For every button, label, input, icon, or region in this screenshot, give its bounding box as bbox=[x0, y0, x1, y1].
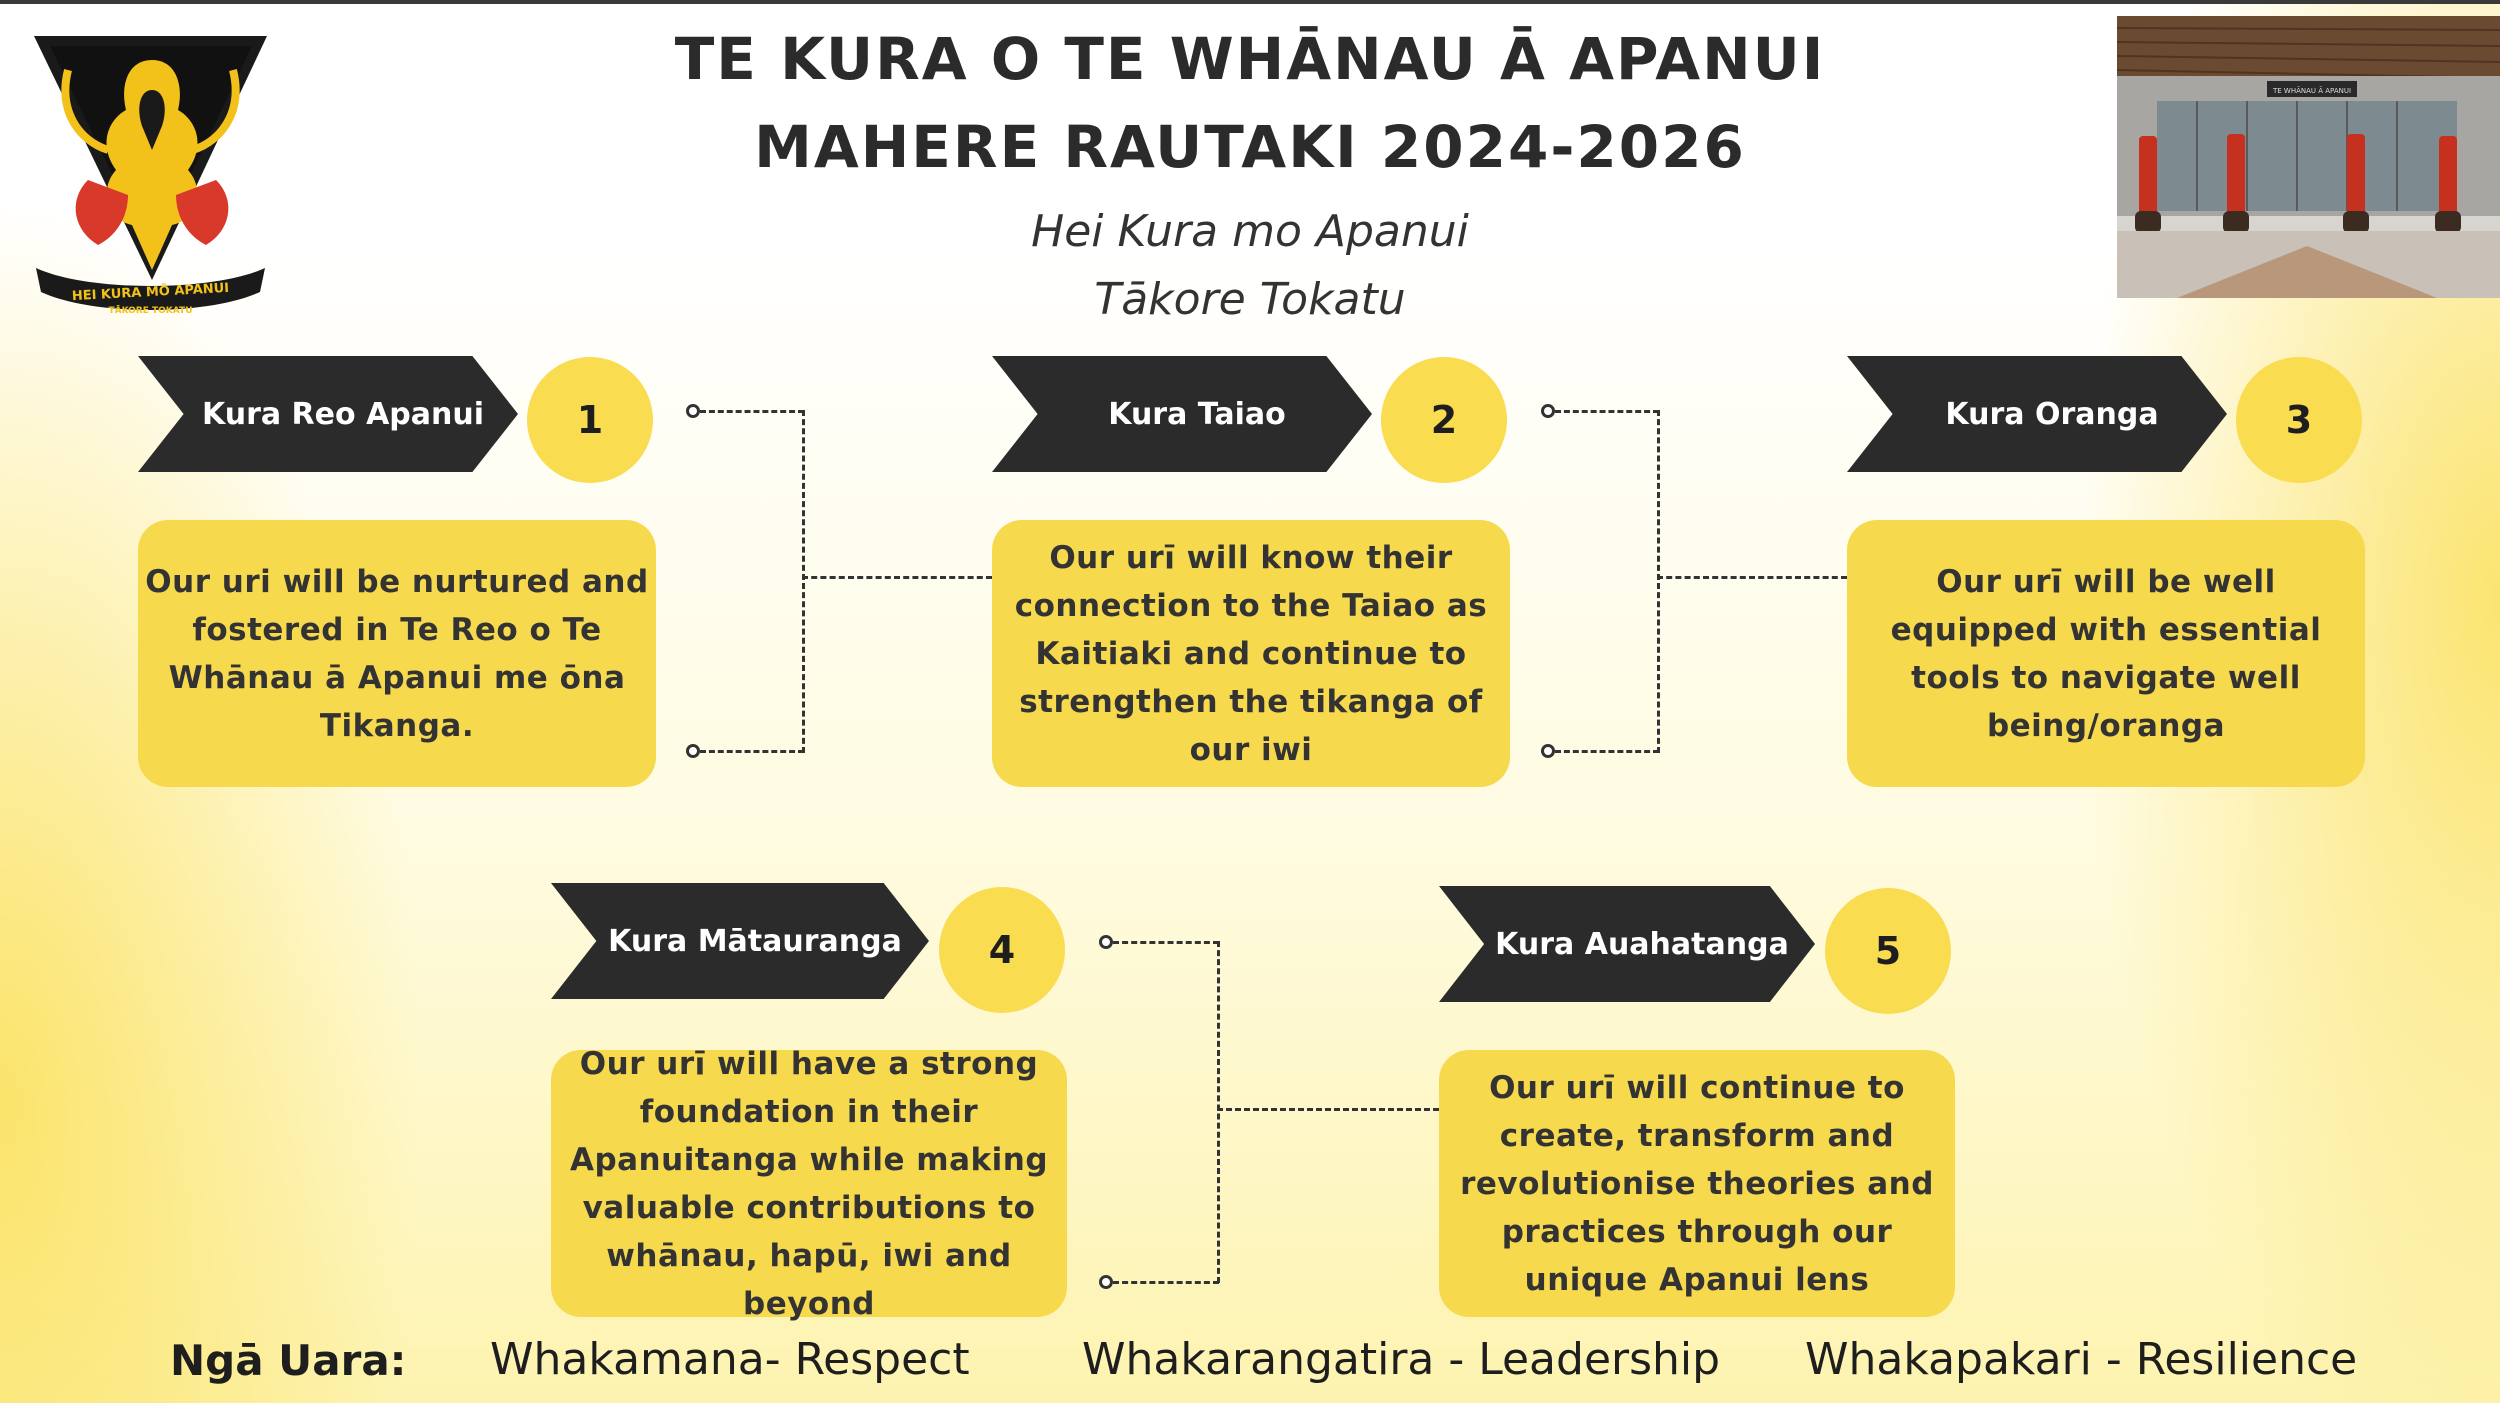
connector-line bbox=[1217, 1108, 1439, 1111]
goal-3-label: Kura Oranga bbox=[1847, 356, 2227, 472]
goal-2-description: Our urī will know their connection to th… bbox=[992, 520, 1510, 787]
goal-1-label: Kura Reo Apanui bbox=[138, 356, 518, 472]
connector-line bbox=[1657, 576, 1847, 579]
connector-dot bbox=[1541, 404, 1555, 418]
connector-dot bbox=[1099, 935, 1113, 949]
value-resilience: Whakapakari - Resilience bbox=[1805, 1334, 2358, 1385]
goal-1-description: Our uri will be nurtured and fostered in… bbox=[138, 520, 656, 787]
connector-line bbox=[1113, 941, 1219, 944]
connector-dot bbox=[1099, 1275, 1113, 1289]
goal-4-label: Kura Mātauranga bbox=[551, 883, 929, 999]
connector-line bbox=[802, 410, 805, 753]
goal-5-label: Kura Auahatanga bbox=[1439, 886, 1815, 1002]
connector-line bbox=[1657, 410, 1660, 753]
connector-dot bbox=[686, 404, 700, 418]
top-border-line bbox=[0, 0, 2500, 4]
values-heading: Ngā Uara: bbox=[170, 1336, 407, 1385]
connector-dot bbox=[686, 744, 700, 758]
goal-4-number-badge: 4 bbox=[939, 887, 1065, 1013]
connector-line bbox=[700, 750, 804, 753]
value-leadership: Whakarangatira - Leadership bbox=[1082, 1334, 1721, 1385]
goal-4-description: Our urī will have a strong foundation in… bbox=[551, 1046, 1067, 1322]
school-logo: HEI KURA MŌ APANUI TĀKORE TOKATU bbox=[28, 30, 273, 330]
school-motto: Hei Kura mo Apanui bbox=[1031, 206, 1469, 257]
goal-1-number-badge: 1 bbox=[527, 357, 653, 483]
connector-line bbox=[1217, 941, 1220, 1283]
connector-line bbox=[802, 576, 992, 579]
connector-line bbox=[700, 410, 804, 413]
goal-3-description: Our urī will be well equipped with essen… bbox=[1847, 520, 2365, 787]
goal-5-number-badge: 5 bbox=[1825, 888, 1951, 1014]
goal-3-number-badge: 3 bbox=[2236, 357, 2362, 483]
page-title-line2: MAHERE RAUTAKI 2024-2026 bbox=[754, 113, 1746, 181]
page-title-line1: TE KURA O TE WHĀNAU Ā APANUI bbox=[674, 25, 1826, 93]
logo-sub-text: TĀKORE TOKATU bbox=[108, 306, 193, 316]
photo-sign-text: TE WHĀNAU Ā APANUI bbox=[2272, 86, 2351, 95]
connector-line bbox=[1555, 750, 1659, 753]
school-tagline: Tākore Tokatu bbox=[1094, 274, 1406, 325]
connector-line bbox=[1555, 410, 1659, 413]
connector-line bbox=[1113, 1281, 1219, 1284]
goal-5-description: Our urī will continue to create, transfo… bbox=[1439, 1050, 1955, 1317]
school-building-photo: TE WHĀNAU Ā APANUI bbox=[2117, 16, 2500, 298]
goal-2-label: Kura Taiao bbox=[992, 356, 1372, 472]
goal-2-number-badge: 2 bbox=[1381, 357, 1507, 483]
connector-dot bbox=[1541, 744, 1555, 758]
value-respect: Whakamana- Respect bbox=[490, 1334, 970, 1385]
